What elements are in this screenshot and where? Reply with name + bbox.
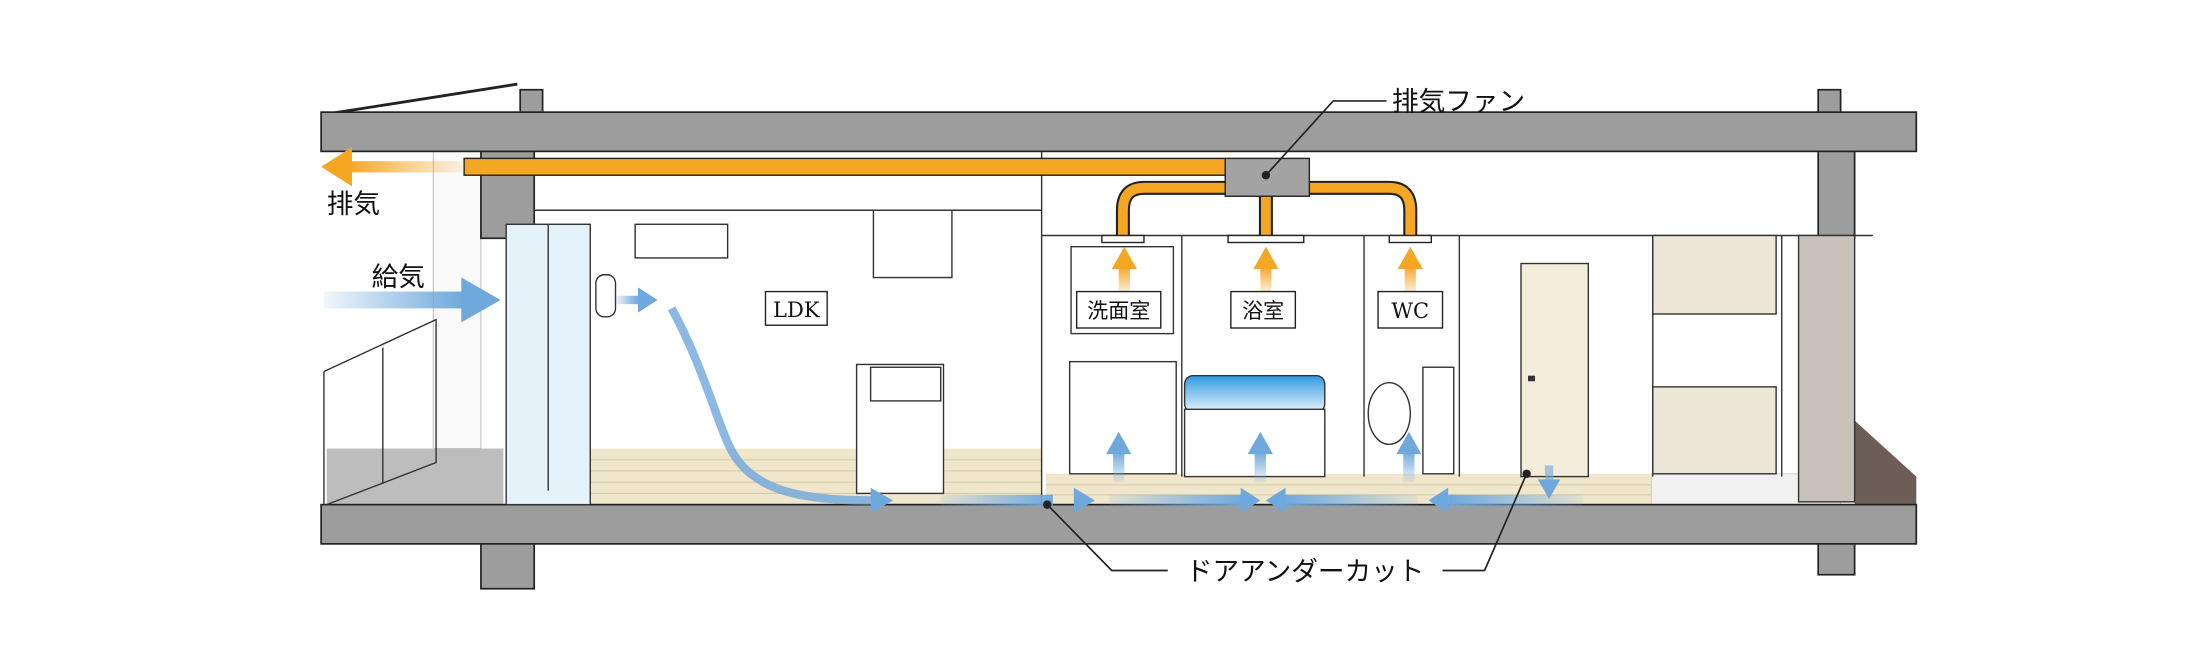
entrance-door[interactable] — [1797, 234, 1856, 503]
room-label-ldk: LDK — [764, 290, 828, 326]
door-handle[interactable] — [1528, 375, 1536, 382]
column-top-right — [1817, 88, 1842, 113]
column-bottom-left — [480, 543, 536, 590]
bathtub[interactable] — [1183, 374, 1326, 413]
range-hood — [872, 209, 953, 279]
label-bathroom: 浴室 — [1242, 298, 1284, 323]
hand-sink — [1422, 366, 1455, 475]
undercut-leader-left — [1046, 504, 1168, 572]
label-wc: WC — [1391, 298, 1429, 323]
shoe-cabinet-lower — [1652, 386, 1777, 475]
column-top-left — [519, 88, 544, 113]
label-door-undercut: ドアアンダーカット — [1186, 556, 1425, 587]
bottom-slab — [320, 503, 1918, 545]
ceiling-grilles — [1101, 234, 1433, 244]
exhaust-duct — [463, 157, 1226, 176]
structure — [320, 88, 1918, 590]
room-label-wc: WC — [1377, 290, 1444, 329]
top-slab — [320, 111, 1918, 153]
roof-edge — [320, 82, 518, 117]
door[interactable] — [1520, 262, 1590, 478]
column-bottom-right — [1817, 543, 1856, 576]
fan-leader-line — [1265, 100, 1387, 176]
label-exhaust-fan: 排気ファン — [1392, 87, 1525, 118]
outside-ground — [1854, 420, 1917, 505]
label-washroom: 洗面室 — [1087, 298, 1150, 323]
label-exhaust: 排気 — [327, 189, 380, 220]
shoe-cabinet-upper — [1652, 234, 1777, 315]
room-label-bathroom: 浴室 — [1230, 290, 1297, 329]
balcony-floor — [326, 448, 504, 505]
stove — [869, 366, 942, 402]
room-label-washroom: 洗面室 — [1075, 290, 1162, 329]
toilet[interactable] — [1367, 381, 1411, 446]
column-right — [1817, 150, 1856, 240]
supply-vent — [595, 274, 617, 318]
balcony-railing — [323, 318, 437, 506]
exhaust-arrows — [321, 147, 1423, 295]
label-ldk: LDK — [773, 297, 821, 322]
undercut-leader-right — [1442, 473, 1528, 572]
label-supply: 給気 — [372, 262, 425, 293]
air-conditioner — [634, 223, 729, 259]
